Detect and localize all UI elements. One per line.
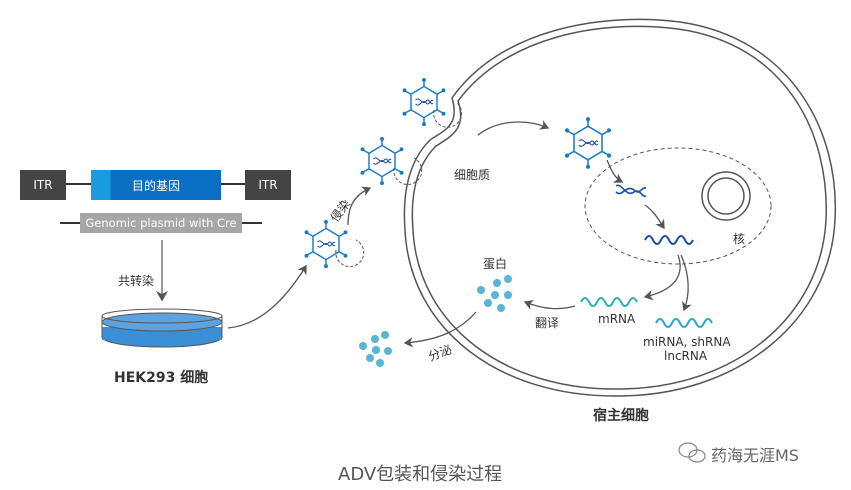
small-rna-label-2: lncRNA	[664, 349, 708, 363]
nucleus-label: 核	[733, 232, 746, 246]
rna-transcript-icon	[644, 235, 694, 245]
small-rna-arrow	[680, 254, 692, 312]
transcription-arrow	[644, 204, 665, 230]
cytoplasm-label: 细胞质	[454, 168, 491, 182]
target-gene-box: 目的基因	[91, 170, 221, 200]
dna-icon	[615, 184, 647, 198]
mrna-label: mRNA	[598, 312, 636, 326]
host-cell-label: 宿主细胞	[593, 408, 649, 424]
itr-right-box: ITR	[245, 170, 291, 200]
cotransfection-label: 共转染	[118, 274, 155, 288]
nucleus-membrane	[584, 147, 772, 265]
nucleolus-icon	[701, 171, 751, 221]
itr-left-box: ITR	[20, 170, 66, 200]
mrna-arrow	[643, 254, 681, 301]
mrna-icon	[580, 297, 638, 307]
packaging-arrow	[227, 264, 307, 329]
wechat-icon	[678, 442, 706, 463]
small-rna-icon	[655, 318, 713, 328]
secreted-protein-icon	[359, 331, 392, 367]
translation-arrow	[523, 300, 576, 310]
plasmid-box: Genomic plasmid with Cre	[80, 213, 242, 233]
figure-caption: ADV包装和侵染过程	[338, 464, 503, 485]
uncoating-arrow	[606, 159, 624, 183]
virus-icon-4	[564, 116, 612, 170]
infection-arrow	[347, 186, 372, 226]
secretion-arrow	[403, 311, 477, 348]
petri-dish-icon	[101, 308, 223, 348]
virus-icon-3	[401, 77, 463, 128]
protein-icon	[477, 275, 512, 312]
hek293-label: HEK293 细胞	[114, 370, 209, 386]
virus-icon-1	[303, 219, 365, 269]
host-cell-membrane	[403, 18, 837, 397]
virus-icon-2	[359, 136, 423, 186]
protein-label: 蛋白	[483, 257, 508, 271]
translation-label: 翻译	[535, 316, 560, 330]
watermark: 药海无涯MS	[711, 446, 799, 465]
entry-arrow	[477, 120, 550, 136]
small-rna-label-1: miRNA, shRNA	[643, 335, 731, 349]
